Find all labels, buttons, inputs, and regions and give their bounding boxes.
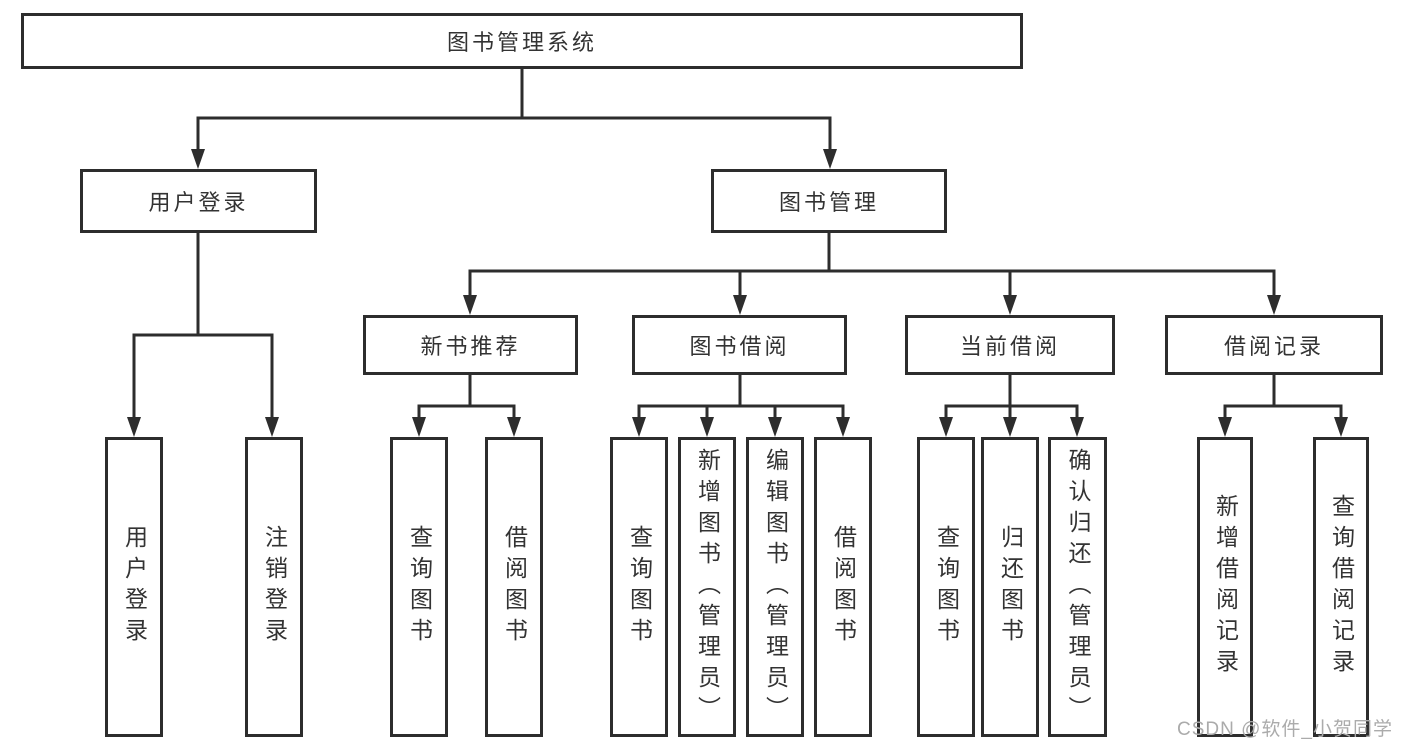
connector-current-borrow-children [939, 375, 1084, 437]
connector-user-login-children [127, 233, 279, 437]
node-label: 图书管理系统 [446, 30, 597, 55]
node-book-management: 图书管理 [711, 169, 947, 233]
leaf-return-book: 归还图书 [981, 437, 1039, 737]
leaf-borrow-books-recommend: 借阅图书 [485, 437, 543, 737]
leaf-user-login: 用户登录 [105, 437, 163, 737]
leaf-query-books-current: 查询图书 [917, 437, 975, 737]
node-label: 确认归还（管理员） [1065, 447, 1091, 727]
node-label: 归还图书 [997, 525, 1024, 649]
leaf-add-book-admin: 新增图书（管理员） [678, 437, 736, 737]
node-label: 借阅记录 [1223, 334, 1324, 359]
node-label: 图书管理 [778, 190, 879, 215]
leaf-query-books-borrow: 查询图书 [610, 437, 668, 737]
leaf-confirm-return-admin: 确认归还（管理员） [1048, 437, 1107, 737]
connector-book-management-children [463, 233, 1281, 315]
node-label: 新增借阅记录 [1212, 494, 1239, 680]
node-current-borrow: 当前借阅 [905, 315, 1115, 375]
node-borrow-records: 借阅记录 [1165, 315, 1383, 375]
node-new-book-recommend: 新书推荐 [363, 315, 578, 375]
node-book-borrow: 图书借阅 [632, 315, 847, 375]
node-label: 查询借阅记录 [1328, 494, 1355, 680]
node-user-login: 用户登录 [80, 169, 317, 233]
node-root-system: 图书管理系统 [21, 13, 1023, 69]
node-label: 新书推荐 [420, 334, 521, 359]
node-label: 编辑图书（管理员） [762, 447, 789, 727]
connector-root-to-level2 [191, 69, 837, 169]
leaf-add-borrow-record: 新增借阅记录 [1197, 437, 1253, 737]
leaf-borrow-books: 借阅图书 [814, 437, 872, 737]
connector-book-borrow-children [632, 375, 850, 437]
connector-borrow-records-children [1218, 375, 1348, 437]
node-label: 借阅图书 [501, 525, 528, 649]
node-label: 借阅图书 [830, 525, 857, 649]
node-label: 查询图书 [406, 525, 433, 649]
node-label: 查询图书 [626, 525, 653, 649]
leaf-edit-book-admin: 编辑图书（管理员） [746, 437, 804, 737]
connector-new-book-children [412, 375, 521, 437]
node-label: 当前借阅 [959, 334, 1060, 359]
node-label: 用户登录 [148, 190, 249, 215]
csdn-watermark: CSDN @软件_小贺同学 [1177, 719, 1393, 740]
node-label: 用户登录 [121, 525, 148, 649]
node-label: 查询图书 [933, 525, 960, 649]
node-label: 图书借阅 [689, 334, 790, 359]
leaf-logout: 注销登录 [245, 437, 303, 737]
leaf-query-books-recommend: 查询图书 [390, 437, 448, 737]
leaf-query-borrow-record: 查询借阅记录 [1313, 437, 1369, 737]
node-label: 注销登录 [261, 525, 288, 649]
node-label: 新增图书（管理员） [694, 447, 721, 727]
